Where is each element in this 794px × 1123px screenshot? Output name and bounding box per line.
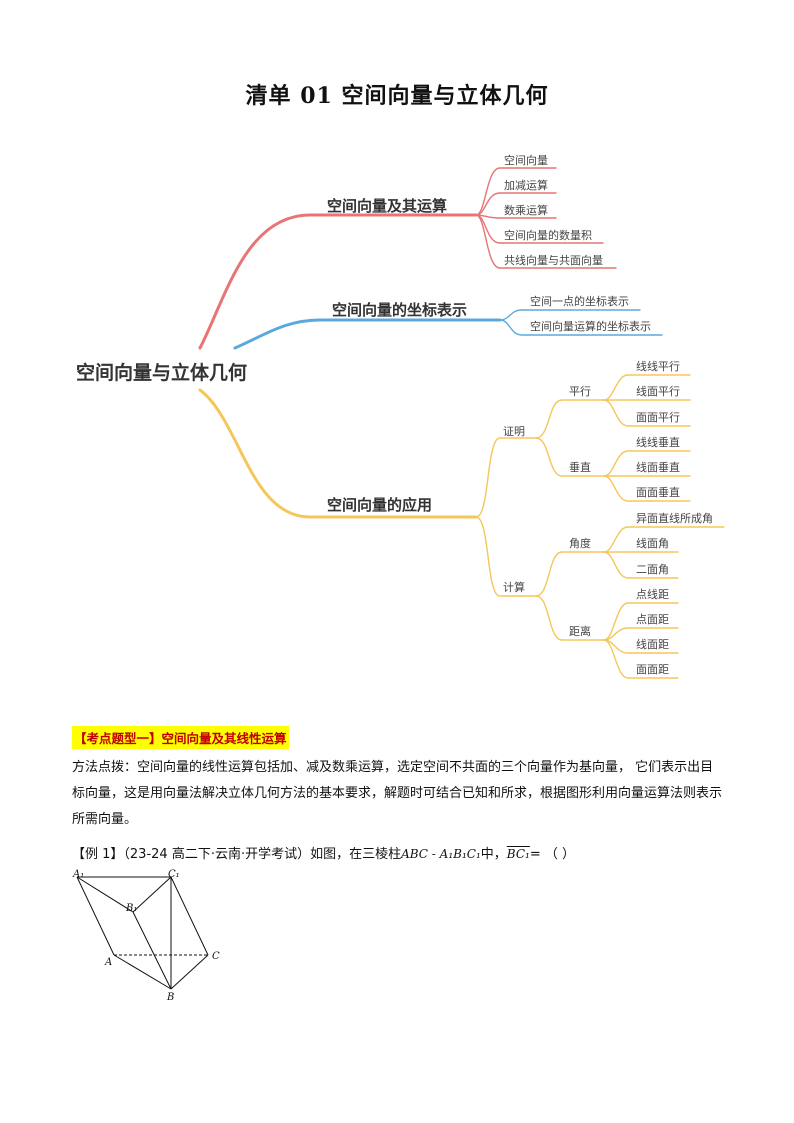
mindmap-node-proof: 证明 (503, 425, 525, 438)
mindmap-branch-vector-operations: 空间向量及其运算 (327, 197, 448, 215)
mindmap-node: 数乘运算 (504, 204, 548, 217)
mindmap-node-angle: 角度 (569, 537, 591, 550)
mindmap-leaf: 异面直线所成角 (636, 512, 713, 525)
section-tag: 【考点题型一】空间向量及其线性运算 (72, 726, 289, 749)
mindmap-branch-coordinates: 空间向量的坐标表示 (332, 301, 468, 319)
tag-bracket-close: 】 (149, 731, 162, 746)
method-paragraph: 方法点拨：空间向量的线性运算包括加、减及数乘运算，选定空间不共面的三个向量作为基… (72, 760, 723, 827)
mindmap-node: 空间向量运算的坐标表示 (530, 320, 651, 333)
mindmap-node: 共线向量与共面向量 (504, 254, 603, 267)
example-mid: 中， (480, 847, 507, 862)
mindmap-node-parallel: 平行 (569, 385, 591, 398)
example-label: 【例 1】 (72, 847, 124, 862)
mindmap-branch-applications: 空间向量的应用 (327, 496, 433, 514)
mindmap-node-perpendicular: 垂直 (569, 461, 591, 474)
mindmap-leaf: 线面垂直 (636, 461, 680, 474)
label-A1: A₁ (72, 869, 84, 880)
mindmap-leaf: 面面距 (636, 663, 669, 676)
mindmap-leaf: 面面垂直 (636, 486, 680, 499)
label-A: A (104, 957, 112, 968)
mindmap-leaf: 线面距 (636, 638, 669, 651)
label-C: C (212, 951, 220, 962)
mindmap-node-calc: 计算 (503, 581, 525, 594)
label-B: B (166, 992, 174, 1003)
label-B1: B₁ (125, 903, 137, 914)
mindmap-leaf: 线线垂直 (636, 436, 680, 449)
mindmap-leaf: 点线距 (636, 588, 669, 601)
mindmap-root: 空间向量与立体几何 (76, 362, 248, 384)
mindmap-leaf: 面面平行 (636, 411, 680, 424)
mindmap-leaf: 线面角 (636, 537, 669, 550)
page-title: 清单 01 空间向量与立体几何 (245, 83, 549, 109)
tag-title: 空间向量及其线性运算 (161, 731, 287, 746)
example-source: （23-24 高二下·云南·开学考试）如图，在三棱柱 (123, 847, 402, 862)
mindmap-leaf: 线面平行 (636, 385, 680, 398)
label-C1: C₁ (168, 869, 180, 880)
prism-figure: A₁ C₁ B₁ A C B (72, 869, 220, 1003)
vector-notation: BC₁ (506, 847, 530, 861)
mindmap-node: 空间一点的坐标表示 (530, 295, 629, 308)
mindmap-connectors (198, 167, 725, 679)
example-question: 【例 1】（23-24 高二下·云南·开学考试）如图，在三棱柱ABC - A₁B… (72, 843, 575, 862)
prism-notation: ABC - A₁B₁C₁ (401, 847, 481, 861)
tag-type: 考点题型一 (86, 731, 150, 746)
mindmap-leaf: 二面角 (636, 563, 669, 576)
connector-yellow-main (198, 388, 478, 519)
connector-red-main (198, 213, 478, 350)
mindmap-leaf: 点面距 (636, 613, 669, 626)
mindmap-node: 空间向量的数量积 (504, 229, 592, 242)
tag-bracket-open: 【 (74, 731, 87, 746)
connector-blue-main (233, 318, 502, 350)
mindmap-leaf: 线线平行 (636, 360, 680, 373)
mindmap-node: 空间向量 (504, 154, 548, 167)
mindmap-node-distance: 距离 (569, 625, 591, 638)
mindmap-node: 加减运算 (504, 179, 548, 192)
answer-blank: = （ ） (529, 847, 575, 862)
